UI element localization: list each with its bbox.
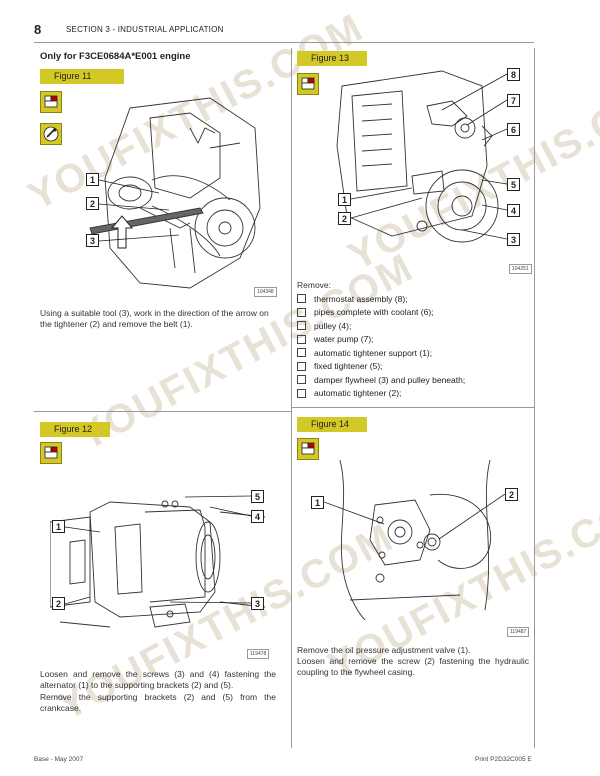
checklist-item: automatic tightener (2); [297,387,529,401]
fig11-callout-3: 3 [86,234,99,247]
fig14-callout-2: 2 [505,488,518,501]
fig11-callout-1: 1 [86,173,99,186]
figure-12-text-2: Remove the supporting brackets (2) and (… [40,692,276,713]
checklist-item: thermostat assembly (8); [297,292,529,306]
figure-12-label: Figure 12 [40,422,110,437]
column-divider [291,48,292,748]
figure-11-code: 104348 [254,287,277,297]
checkbox-icon [297,294,306,304]
figure-13-label: Figure 13 [297,51,367,66]
fig13-callout-5: 5 [507,178,520,191]
checklist-item: automatic tightener support (1); [297,346,529,360]
footer-left: Base - May 2007 [34,756,84,763]
removal-checklist: thermostat assembly (8); pipes complete … [297,292,529,400]
footer-right: Print P2D32C005 E [475,756,532,763]
checkbox-icon [297,307,306,317]
remove-title: Remove: [297,280,332,290]
tool-icon [40,123,62,145]
fig13-callout-7: 7 [507,94,520,107]
engine-subtitle: Only for F3CE0684A*E001 engine [40,51,191,62]
figure-14-valve-drawing [339,460,492,620]
figure-14-code: 119487 [507,627,530,637]
fig13-callout-3: 3 [507,233,520,246]
figure-12-text-1: Loosen and remove the screws (3) and (4)… [40,669,276,690]
fig12-callout-5: 5 [251,490,264,503]
fig13-callout-2: 2 [338,212,351,225]
removal-icon [40,91,62,113]
section-divider-right [292,407,534,408]
checkbox-icon [297,321,306,331]
figure-11-label: Figure 11 [40,69,124,84]
figure-11-text: Using a suitable tool (3), work in the d… [40,308,269,329]
checkbox-icon [297,375,306,385]
removal-icon [297,73,319,95]
removal-icon [40,442,62,464]
fig11-callout-2: 2 [86,197,99,210]
fig13-callout-8: 8 [507,68,520,81]
fig12-leader-lines [64,495,252,605]
figure-12-code: 119478 [247,649,270,659]
page-number: 8 [34,22,42,37]
fig14-leader-lines [324,494,506,540]
fig13-callout-1: 1 [338,193,351,206]
fig13-callout-4: 4 [507,204,520,217]
checkbox-icon [297,361,306,371]
fig12-callout-1: 1 [52,520,65,533]
checklist-item: pulley (4); [297,319,529,333]
fig12-callout-4: 4 [251,510,264,523]
right-border [534,48,535,748]
checklist-item: pipes complete with coolant (6); [297,306,529,320]
figure-14-label: Figure 14 [297,417,367,432]
fig11-leader-lines [99,179,180,242]
fig13-callout-6: 6 [507,123,520,136]
figure-14-text-2: Loosen and remove the screw (2) fastenin… [297,656,529,677]
figure-13-code: 104251 [509,264,532,274]
checklist-item: fixed tightener (5); [297,360,529,374]
fig14-callout-1: 1 [311,496,324,509]
header-rule [34,42,534,43]
checklist-item: water pump (7); [297,333,529,347]
checkbox-icon [297,388,306,398]
figure-11-engine-drawing [89,97,261,289]
fig12-callout-2: 2 [52,597,65,610]
removal-icon [297,438,319,460]
checkbox-icon [297,334,306,344]
section-divider-left [34,411,291,412]
figure-14-text-1: Remove the oil pressure adjustment valve… [297,645,471,655]
fig13-leader-lines [350,73,507,240]
fig12-callout-3: 3 [251,597,264,610]
checkbox-icon [297,348,306,358]
checklist-item: damper flywheel (3) and pulley beneath; [297,373,529,387]
figure-12-alternator-drawing [50,500,266,628]
section-title: SECTION 3 - INDUSTRIAL APPLICATION [66,25,224,34]
